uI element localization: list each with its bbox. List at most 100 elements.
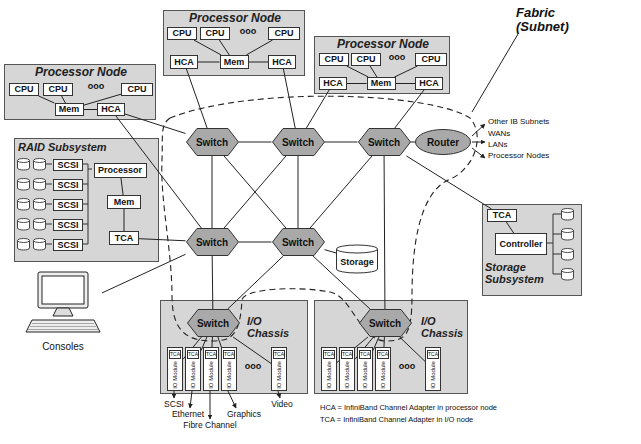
controller-box: Controller (495, 233, 547, 255)
connector-line (396, 83, 416, 84)
connector-line (183, 337, 201, 359)
group-heading: I/O Chassis (247, 315, 301, 339)
memory-box: Mem (55, 103, 84, 116)
io-type-label: Graphics (226, 410, 262, 419)
node-text: IO Module (208, 361, 214, 389)
io-module: TCA IO Module (357, 347, 373, 391)
note-text: HCA = InfiniBand Channel Adapter in proc… (320, 404, 497, 412)
node-text: CPU (14, 85, 33, 94)
group-heading: Processor Node (315, 38, 451, 51)
node-text: IO Module (190, 361, 196, 389)
switch-hexagon: Switch (272, 228, 325, 256)
node-text: IO Module (362, 361, 368, 389)
node-text: Processor (98, 166, 142, 175)
connector-line (233, 337, 271, 363)
storage-cylinder: Storage (336, 244, 378, 274)
fabric-label: Fabric (Subnet) (516, 6, 588, 35)
console-terminal-outline (24, 270, 102, 352)
hca-box: HCA (319, 77, 347, 90)
node-text: Switch (282, 137, 314, 148)
node-text: IO Module (226, 361, 232, 389)
connector-line (211, 337, 212, 347)
node-text: IO Module (344, 361, 350, 389)
connector-line (239, 142, 272, 143)
node-text: Switch (196, 137, 228, 148)
tca-box: TCA (273, 350, 285, 359)
connector-line (298, 156, 299, 228)
tca-box: TCA (169, 350, 181, 359)
connector-line (506, 222, 513, 233)
node-text: Mem (114, 198, 135, 207)
memory-box: Mem (220, 55, 249, 69)
connector-line (201, 337, 207, 351)
connector-line (84, 94, 122, 105)
raid-bus (46, 164, 92, 244)
network-label: Processor Nodes (488, 152, 549, 161)
node-text: Switch (196, 237, 228, 248)
io-module: TCA IO Module (271, 347, 287, 391)
memory-box: Mem (107, 195, 141, 209)
node-text: CPU (421, 55, 440, 64)
node-text: IO Module (276, 361, 282, 389)
connector-line (239, 242, 272, 243)
fabric-outline (162, 96, 477, 341)
connector-line (313, 256, 370, 309)
hca-box: HCA (268, 55, 296, 69)
node-text: Switch (368, 137, 400, 148)
group-heading: RAID Subsystem (18, 141, 148, 153)
node-text: CPU (172, 29, 191, 38)
node-text: IO Module (326, 361, 332, 389)
connector-line (102, 254, 186, 293)
node-text: CPU (356, 55, 375, 64)
node-text: IO Module (172, 361, 178, 389)
node-text: CPU (324, 55, 343, 64)
connector-line (218, 337, 221, 347)
tca-box: TCA (223, 350, 235, 359)
switch-hexagon: Switch (359, 309, 412, 337)
connector-line (283, 69, 295, 128)
node-text: TCA (115, 234, 134, 243)
node-text: Switch (282, 237, 314, 248)
group-heading: Processor Node (164, 12, 306, 25)
node-text: TCA (493, 211, 512, 220)
io-module: TCAIO Module (425, 347, 441, 391)
network-label: Other IB Subnets (488, 118, 549, 127)
io-module: TCAIO Module (321, 347, 337, 391)
connector-line (116, 116, 201, 228)
cpu-box: CPU (167, 27, 197, 40)
connector-line (384, 156, 386, 309)
io-module: TCAIO Module (375, 347, 391, 391)
cpu-box: CPU (43, 83, 73, 96)
connector-line (125, 114, 186, 133)
connector-line (219, 40, 229, 55)
tca-box: TCA (359, 350, 371, 359)
node-text: Controller (499, 240, 542, 249)
leader-line (472, 34, 518, 112)
node-text: HCA (174, 58, 194, 67)
network-label: WANs (488, 130, 510, 139)
connector-line (186, 69, 207, 128)
switch-hexagon: Switch (186, 128, 239, 156)
connector-line (224, 156, 286, 228)
node-text: TCA (170, 352, 180, 357)
connector-line (406, 156, 491, 209)
ellipsis-mark: ooo (389, 53, 406, 63)
node-text: TCA (224, 352, 234, 357)
node-text: CPU (127, 85, 146, 94)
switch-hexagon: Switch (358, 128, 411, 156)
node-text: Mem (59, 105, 80, 114)
connector-line (139, 239, 186, 241)
router-ellipse: Router (415, 129, 471, 155)
cpu-box: CPU (319, 53, 349, 66)
node-text: CPU (48, 85, 67, 94)
scsi-box: SCSI (53, 219, 83, 231)
connector-line (395, 90, 424, 128)
connector-line (62, 96, 66, 103)
io-module: TCA IO Module (167, 347, 183, 391)
node-text: TCA (360, 352, 370, 357)
processor-node: CPUCPUCPUMemHCAProcessor Node (4, 64, 156, 120)
connector-line (194, 40, 221, 55)
node-text: TCA (206, 352, 216, 357)
